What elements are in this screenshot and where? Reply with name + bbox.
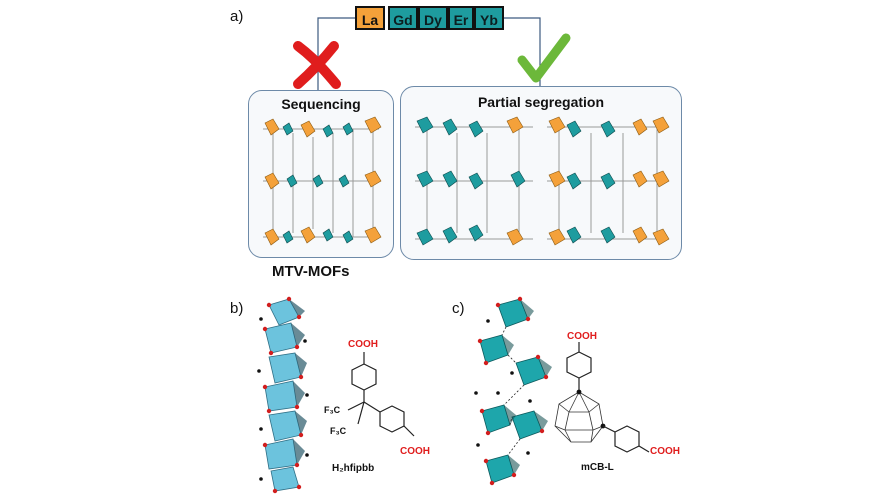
sequencing-framework: [253, 115, 389, 253]
ligand-c-cooh-bottom: COOH: [650, 446, 680, 457]
cross-mark-icon: [298, 46, 336, 84]
ligand-c-cooh-top: COOH: [567, 331, 597, 342]
sequencing-box: Sequencing: [248, 90, 394, 258]
ligand-c-name: mCB-L: [581, 462, 614, 473]
panel-label-c: c): [452, 300, 465, 317]
carborane-cage-icon: [555, 392, 603, 442]
ligand-b-cf3-b: F₃C: [330, 426, 346, 436]
partial-segregation-title: Partial segregation: [401, 94, 681, 110]
mtv-mofs-caption: MTV-MOFs: [272, 263, 350, 280]
panel-label-b: b): [230, 300, 243, 317]
ligand-b-cf3-a: F₃C: [324, 405, 340, 415]
polyhedra-chain-b: [255, 295, 315, 495]
partial-segregation-box: Partial segregation: [400, 86, 682, 260]
ligand-b-cooh-bottom: COOH: [400, 446, 430, 457]
ligand-b-name: H₂hfipbb: [332, 463, 374, 474]
segregation-frameworks: [407, 115, 675, 255]
ligand-b-cooh-top: COOH: [348, 339, 378, 350]
sequencing-title: Sequencing: [249, 96, 393, 112]
check-mark-icon: [522, 38, 566, 78]
